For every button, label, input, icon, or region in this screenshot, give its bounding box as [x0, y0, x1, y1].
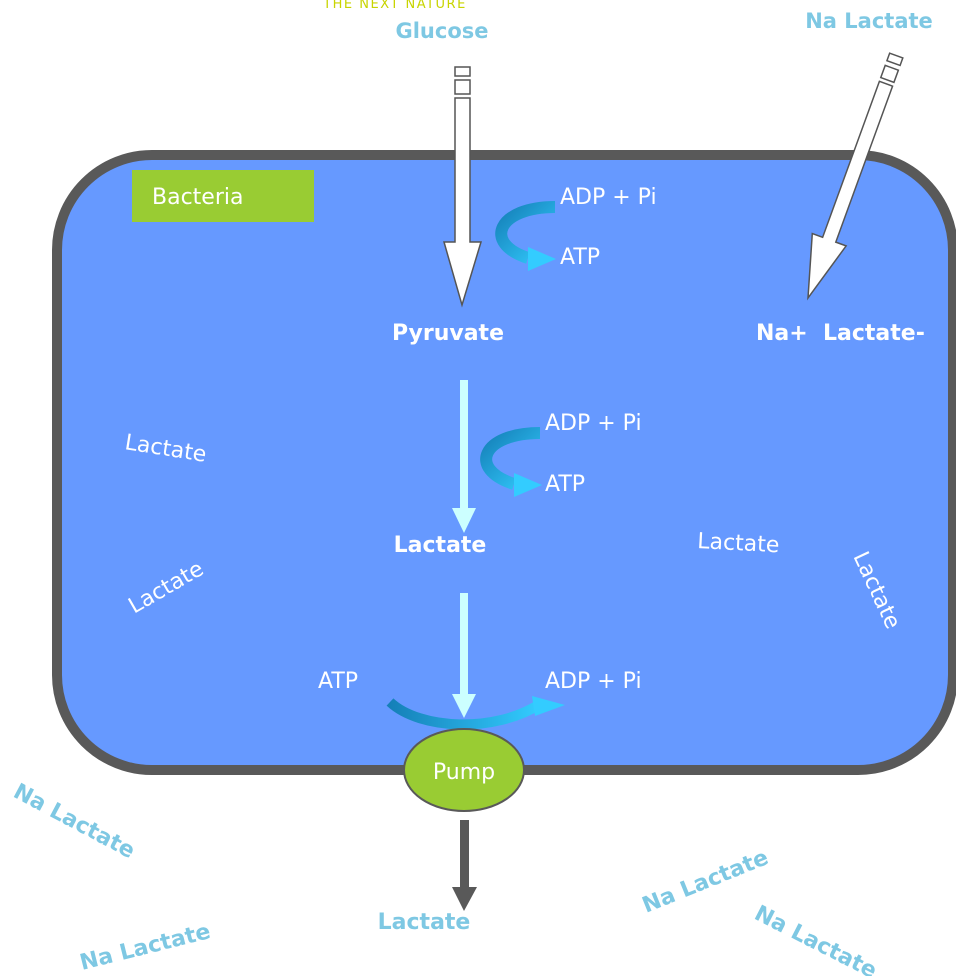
- lactate-to-pump-arrow: [452, 593, 476, 718]
- atp-label-1: ATP: [560, 245, 600, 270]
- pump-atp-arrow: [386, 696, 565, 730]
- atp-label-pump: ATP: [318, 669, 358, 694]
- brand-header: THE NEXT NATURE: [322, 0, 467, 12]
- atp-label-2: ATP: [545, 472, 585, 497]
- lactate-center-label: Lactate: [394, 533, 487, 558]
- pump: [403, 728, 525, 812]
- na-lactate-inflow-arrow: [807, 52, 904, 301]
- na-lactate-outside-1: Na Lactate: [9, 779, 139, 864]
- na-lactate-input-label: Na Lactate: [805, 9, 933, 33]
- atp-cycle-arrow-1: [495, 201, 556, 271]
- bacteria-label: Bacteria: [152, 185, 243, 210]
- pump-label: Pump: [433, 760, 495, 785]
- bacteria-label-box: [132, 170, 314, 222]
- na-lactate-outside-4: Na Lactate: [750, 901, 880, 976]
- glucose-label: Glucose: [395, 19, 488, 43]
- glucose-inflow-arrow: [443, 66, 483, 308]
- na-lactate-outside-3: Na Lactate: [639, 845, 772, 918]
- pyruvate-label: Pyruvate: [392, 321, 504, 346]
- adp-pi-label-2: ADP + Pi: [545, 411, 642, 436]
- lactate-outflow-arrow: [452, 820, 477, 911]
- pyruvate-to-lactate-arrow: [452, 380, 476, 533]
- lactate-out-label: Lactate: [378, 910, 471, 935]
- atp-cycle-arrow-2: [480, 427, 542, 497]
- lactate-scatter-3: Lactate: [697, 529, 780, 558]
- na-lactate-outside-2: Na Lactate: [77, 919, 213, 976]
- na-lactate-ions-label: Na+ Lactate-: [756, 321, 925, 346]
- adp-pi-label-pump: ADP + Pi: [545, 669, 642, 694]
- adp-pi-label-1: ADP + Pi: [560, 185, 657, 210]
